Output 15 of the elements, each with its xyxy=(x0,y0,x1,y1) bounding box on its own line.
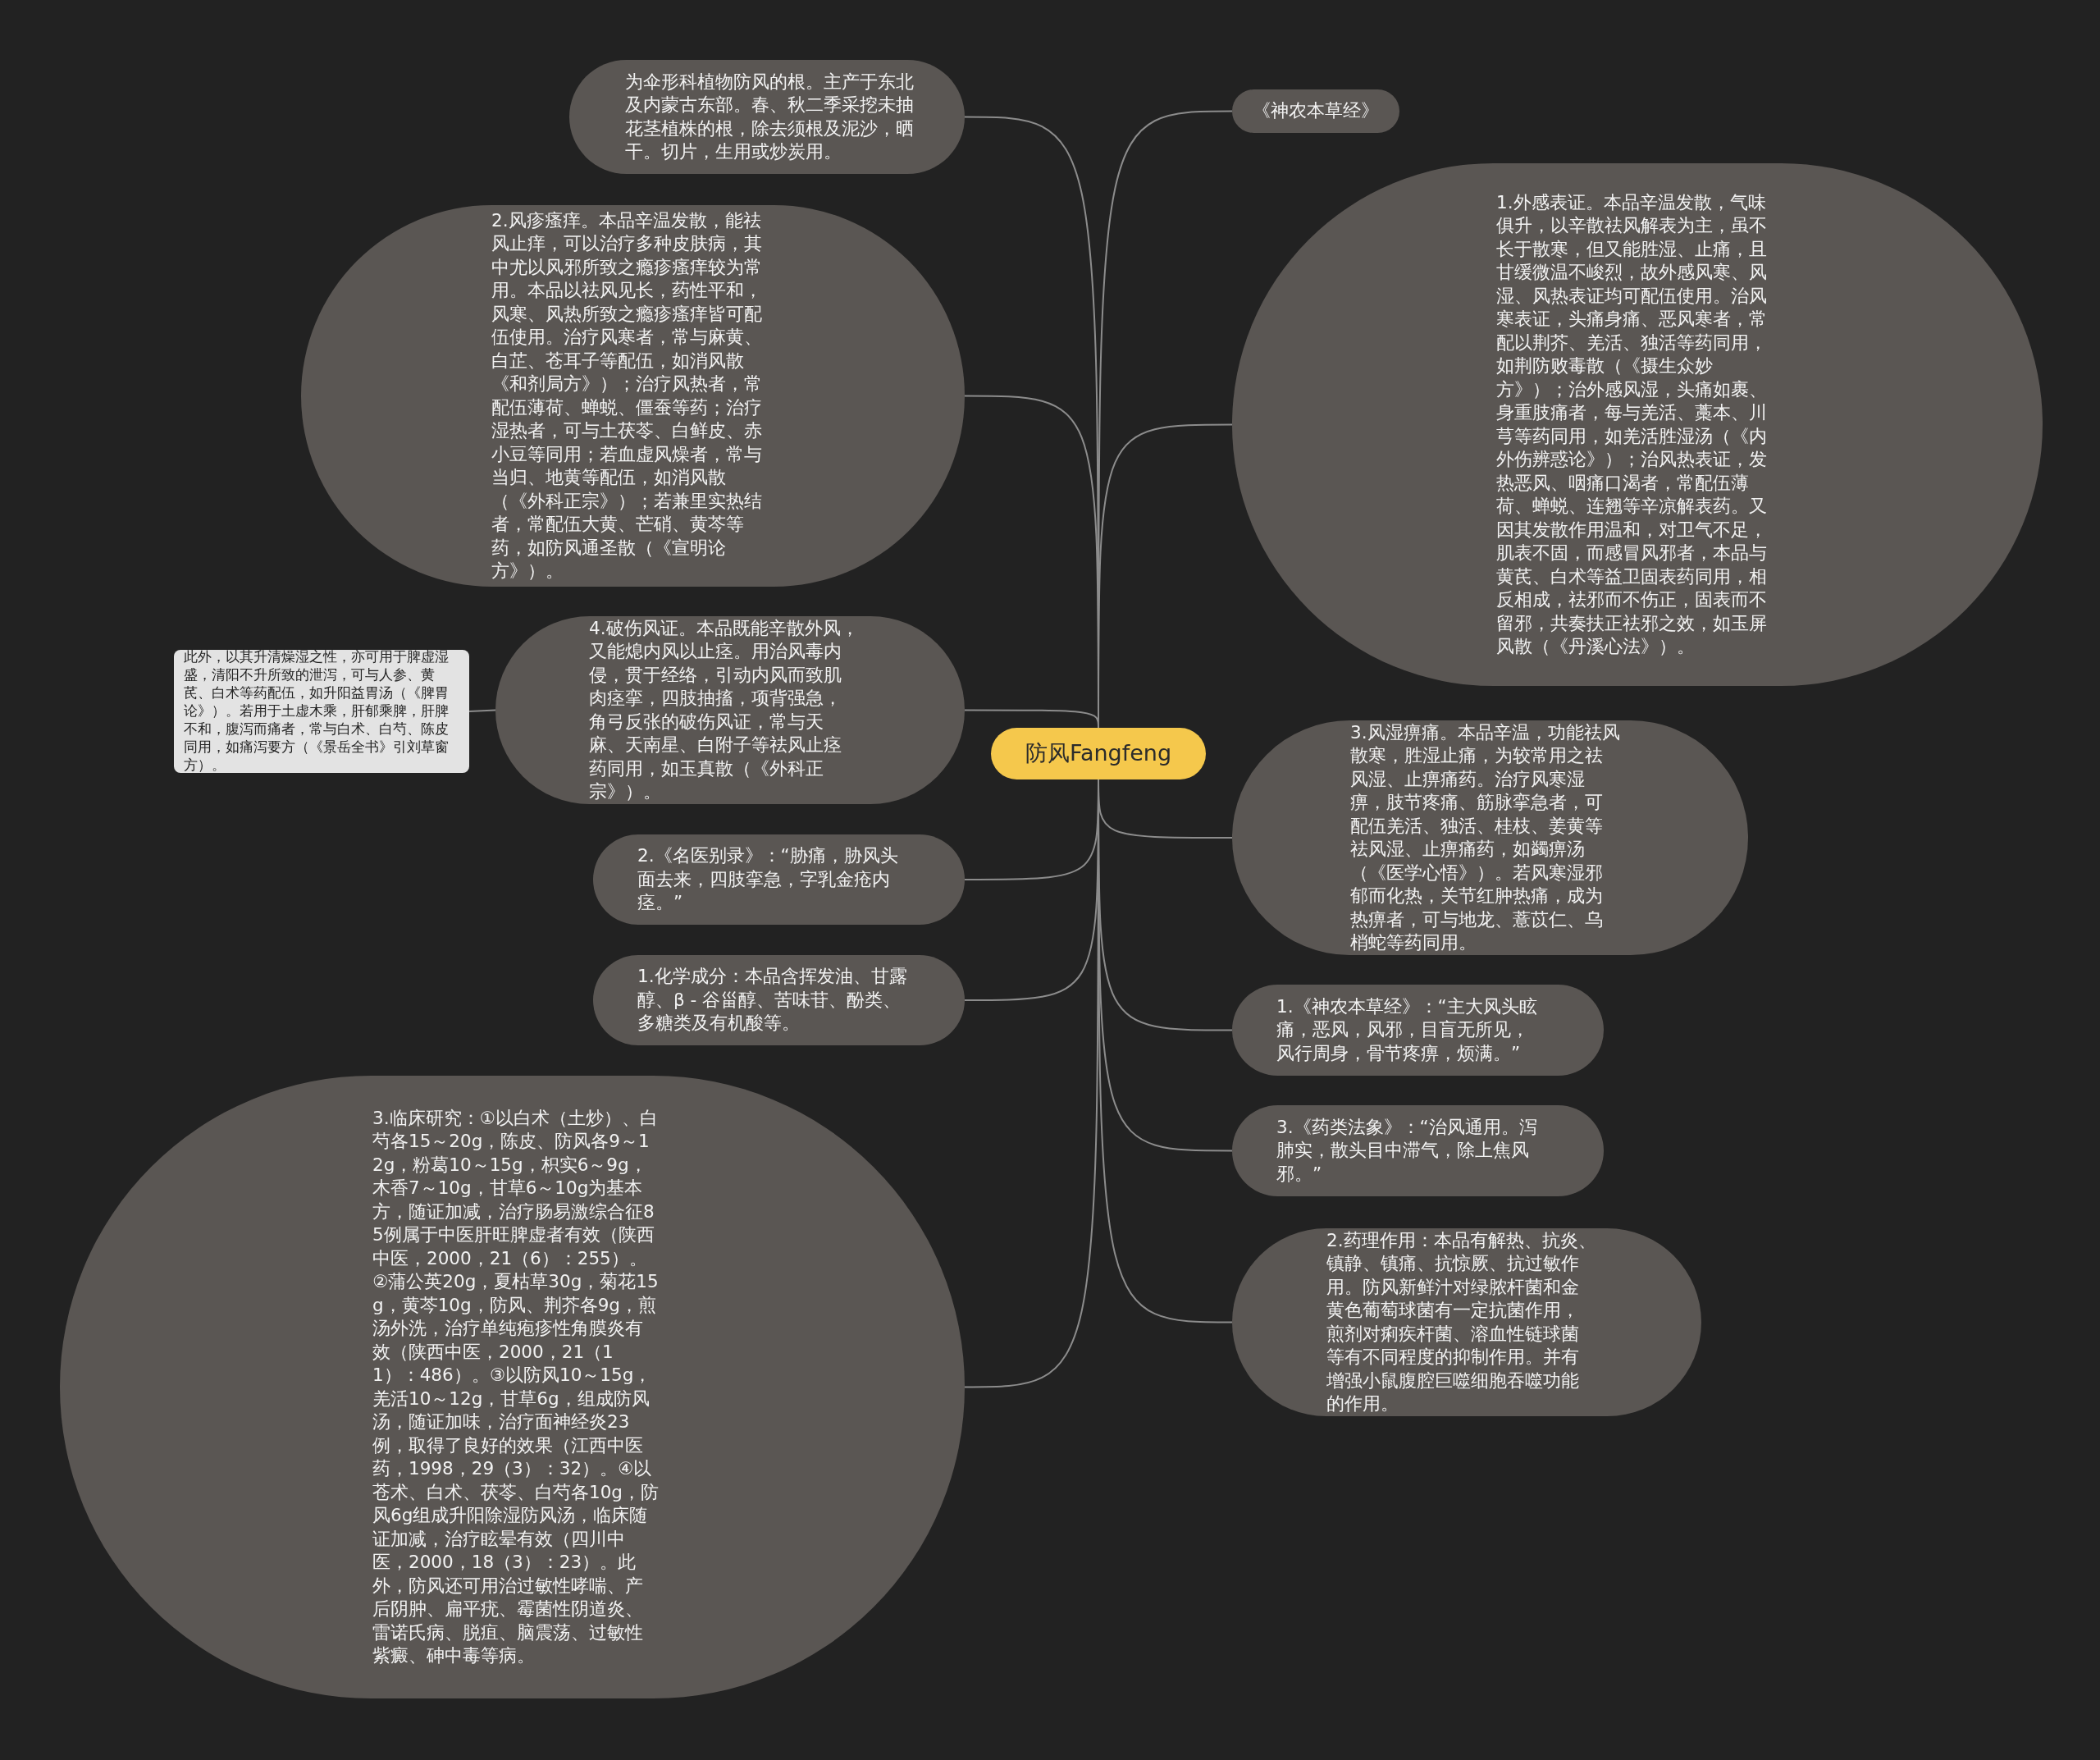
topic-bubble: 3.风湿痹痛。本品辛温，功能祛风散寒，胜湿止痛，为较常用之祛风湿、止痹痛药。治疗风寒湿痹，肢节疼痛、筋脉挛急者，可配伍羌活、独活、桂枝、姜黄等祛风湿、止痹痛药，如蠲痹汤（《医学心悟》）。若风寒湿邪郁而化热，关节红肿热痛，成为热痹者，可与地龙、薏苡仁、乌梢蛇等药同用。 xyxy=(1232,720,1748,955)
connector-line xyxy=(468,709,496,712)
topic-bubble: 1.外感表证。本品辛温发散，气味俱升，以辛散祛风解表为主，虽不长于散寒，但又能胜湿、止痛，且甘缓微温不峻烈，故外感风寒、风湿、风热表证均可配伍使用。治风寒表证，头痛身痛、恶风寒者，常配以荆芥、羌活、独活等药同用，如荆防败毒散（《摄生众妙方》）；治外感风湿，头痛如裹、身重肢痛者，每与羌活、藁本、川芎等药同用，如羌活胜湿汤（《内外伤辨惑论》）；治风热表证，发热恶风、咽痛口渴者，常配伍薄荷、蝉蜕、连翘等辛凉解表药。又因其发散作用温和，对卫气不足，肌表不固，而感冒风邪者，本品与黄芪、白术等益卫固表药同用，相反相成，祛邪而不伤正，固表而不留邪，共奏扶正祛邪之效，如玉屏风散（《丹溪心法》）。 xyxy=(1232,163,2043,686)
topic-bubble: 3.临床研究：①以白术（土炒）、白芍各15～20g，陈皮、防风各9～12g，粉葛10～15g，枳实6～9g，木香7～10g，甘草6～10g为基本方，随证加减，治疗肠易激综合征85例属于中医肝旺脾虚者有效（陕西中医，2000，21（6）：255）。②蒲公英20g，夏枯草30g，菊花15g，黄芩10g，防风、荆芥各9g，煎汤外洗，治疗单纯疱疹性角膜炎有效（陕西中医，2000，21（11）：486）。③以防风10～15g，羌活10～12g，甘草6g，组成防风汤，随证加味，治疗面神经炎23例，取得了良好的效果（江西中医药，1998，29（3）：32）。④以苍术、白术、茯苓、白芍各10g，防风6g组成升阳除湿防风汤，临床随证加减，治疗眩晕有效（四川中医，2000，18（3）：23）。此外，防风还可用治过敏性哮喘、产后阴肿、扁平疣、霉菌性阴道炎、雷诺氏病、脱疽、脑震荡、过敏性紫癜、砷中毒等病。 xyxy=(60,1076,965,1698)
topic-bubble: 《神农本草经》 xyxy=(1232,89,1399,133)
note-box: 此外，以其升清燥湿之性，亦可用于脾虚湿盛，清阳不升所致的泄泻，可与人参、黄芪、白术等药配伍，如升阳益胃汤（《脾胃论》）。若用于土虚木乘，肝郁乘脾，肝脾不和，腹泻而痛者，常与白术、白芍、陈皮同用，如痛泻要方（《景岳全书》引刘草窗方）。 xyxy=(174,650,469,773)
topic-bubble: 1.化学成分：本品含挥发油、甘露醇、β - 谷甾醇、苦味苷、酚类、多糖类及有机酸等。 xyxy=(593,955,965,1045)
topic-bubble: 3.《药类法象》：“治风通用。泻肺实，散头目中滞气，除上焦风邪。” xyxy=(1232,1105,1604,1196)
topic-bubble: 为伞形科植物防风的根。主产于东北及内蒙古东部。春、秋二季采挖未抽花茎植株的根，除去须根及泥沙，晒干。切片，生用或炒炭用。 xyxy=(569,60,965,174)
topic-bubble: 2.风疹瘙痒。本品辛温发散，能祛风止痒，可以治疗多种皮肤病，其中尤以风邪所致之瘾疹瘙痒较为常用。本品以祛风见长，药性平和，风寒、风热所致之瘾疹瘙痒皆可配伍使用。治疗风寒者，常与麻黄、白芷、苍耳子等配伍，如消风散《和剂局方》）；治疗风热者，常配伍薄荷、蝉蜕、僵蚕等药；治疗湿热者，可与土茯苓、白鲜皮、赤小豆等同用；若血虚风燥者，常与当归、地黄等配伍，如消风散（《外科正宗》）；若兼里实热结者，常配伍大黄、芒硝、黄芩等药，如防风通圣散（《宣明论方》）。 xyxy=(301,205,965,587)
central-topic: 防风Fangfeng xyxy=(991,728,1206,779)
topic-bubble: 2.药理作用：本品有解热、抗炎、镇静、镇痛、抗惊厥、抗过敏作用。防风新鲜汁对绿脓杆菌和金黄色葡萄球菌有一定抗菌作用，煎剂对痢疾杆菌、溶血性链球菌等有不同程度的抑制作用。并有增强小鼠腹腔巨噬细胞吞噬功能的作用。 xyxy=(1232,1228,1701,1416)
topic-bubble: 1.《神农本草经》：“主大风头眩痛，恶风，风邪，目盲无所见，风行周身，骨节疼痹，烦满。” xyxy=(1232,985,1604,1076)
topic-bubble: 4.破伤风证。本品既能辛散外风，又能熄内风以止痉。用治风毒内侵，贯于经络，引动内风而致肌肉痉挛，四肢抽搐，项背强急，角弓反张的破伤风证，常与天麻、天南星、白附子等祛风止痉药同用，如玉真散（《外科正宗》）。 xyxy=(495,616,965,804)
topic-bubble: 2.《名医别录》：“胁痛，胁风头面去来，四肢挛急，字乳金疮内痉。” xyxy=(593,834,965,925)
